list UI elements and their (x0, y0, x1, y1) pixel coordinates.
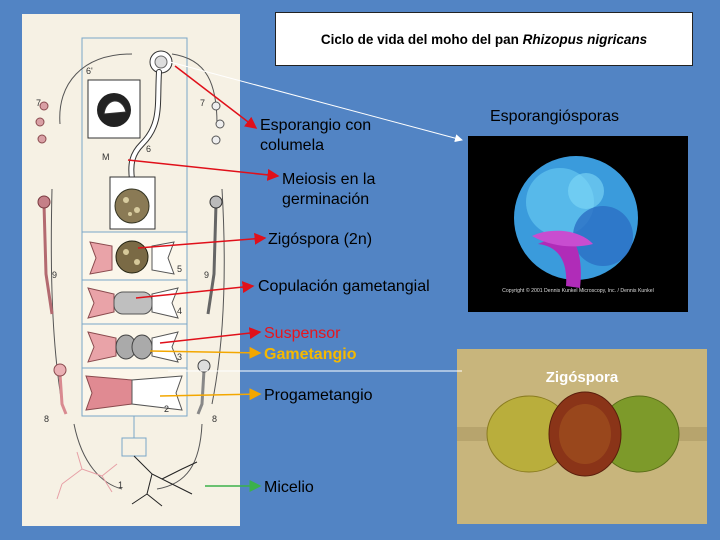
cycle-arrow-bottom-right (156, 423, 203, 490)
fused-gametangia-4 (113, 291, 153, 315)
mycelium-dark (131, 455, 198, 507)
progametangium-left (85, 375, 133, 411)
cycle-arrow-bottom-left (73, 423, 123, 490)
label-suspensor: Suspensor (264, 325, 341, 342)
label-copulacion: Copulación gametangial (258, 278, 430, 295)
num-5: 5 (177, 264, 182, 274)
zygospore5-texture-b (134, 259, 140, 265)
title-prefix: Ciclo de vida del moho del pan (320, 31, 523, 47)
zygospore-texture-a (123, 197, 129, 203)
suspensor-left-5 (89, 241, 113, 275)
zygospore-stage-5 (115, 240, 149, 274)
label-gametangio: Gametangio (264, 346, 357, 363)
cycle-arrow-top-right (171, 53, 218, 125)
spore-right-c (211, 135, 221, 145)
label-micelio: Micelio (264, 479, 314, 496)
zygospore-photo: Zigóspora (457, 349, 707, 524)
cycle-arrow-top-left (59, 53, 133, 125)
label-zigospora-2n: Zigóspora (2n) (268, 231, 373, 248)
zygospore-photo-caption: Zigóspora (546, 369, 619, 386)
num-9-left: 9 (52, 270, 57, 280)
num-9-right: 9 (204, 270, 209, 280)
zygospore-texture-c (128, 212, 132, 216)
num-8-right: 8 (212, 414, 217, 424)
label-esporangio: Esporangio con columela (260, 117, 372, 154)
label-esporangiosporas: Esporangiósporas (490, 108, 619, 125)
cycle-arrow-right (211, 188, 225, 405)
sporangium-left-9 (37, 195, 51, 209)
sporangiophore-left-9 (42, 203, 54, 315)
label-progametangio: Progametangio (264, 387, 373, 404)
title-species: Rhizopus nigricans (522, 31, 648, 47)
num-7-right: 7 (200, 98, 205, 108)
num-3: 3 (177, 352, 182, 362)
zygospore-core (559, 404, 611, 464)
mycelium-pink (56, 451, 118, 500)
zygospore-illustration: Zigóspora (457, 349, 707, 524)
suspensor-left-4 (87, 287, 115, 319)
spore-left-a (39, 101, 49, 111)
num-6: 6 (146, 144, 151, 154)
num-1: 1 (118, 480, 123, 490)
sporangium-right-9 (209, 195, 223, 209)
spore-cluster-dark (573, 206, 633, 266)
gametangium-right-3 (131, 334, 153, 360)
sem-illustration: Copyright © 2001 Dennis Kunkel Microscop… (468, 136, 688, 312)
num-m: M (102, 152, 110, 162)
dehiscing-columella (103, 100, 127, 115)
spore-left-b (35, 117, 45, 127)
columella (154, 55, 168, 69)
sem-credit: Copyright © 2001 Dennis Kunkel Microscop… (502, 287, 654, 294)
sporangiophore-right-9 (206, 203, 218, 315)
spore-left-c (37, 134, 47, 144)
sporangiophore-left-8 (58, 373, 68, 415)
sporangium-right-8 (197, 359, 211, 373)
life-cycle-illustration: 6' 6 M 5 4 3 2 1 7 7 9 9 8 8 (35, 37, 225, 507)
spore-right-a (211, 101, 221, 111)
num-2: 2 (164, 404, 169, 414)
num-4: 4 (177, 306, 182, 316)
suspensor-left-3 (87, 331, 117, 363)
num-6-prime: 6' (86, 66, 93, 76)
title-box: Ciclo de vida del moho del pan Rhizopus … (275, 12, 693, 66)
num-8-left: 8 (44, 414, 49, 424)
cycle-arrow-left (50, 188, 63, 405)
label-meiosis: Meiosis en la germinación (282, 171, 376, 208)
spore-right-b (215, 119, 225, 129)
sporangiospore-sem-photo: Copyright © 2001 Dennis Kunkel Microscop… (468, 136, 688, 312)
spore-box (121, 437, 147, 457)
num-7-left: 7 (36, 98, 41, 108)
germinating-zygospore (114, 188, 150, 224)
zygospore-texture-b (134, 207, 140, 213)
sporangiophore-right-8 (196, 369, 206, 415)
life-cycle-diagram: 6' 6 M 5 4 3 2 1 7 7 9 9 8 8 (22, 14, 240, 526)
sporangium-left-8 (53, 363, 67, 377)
progametangium-right (131, 375, 183, 411)
columella-head (532, 230, 593, 247)
spore-highlight (568, 173, 604, 209)
zygospore5-texture-a (123, 249, 129, 255)
